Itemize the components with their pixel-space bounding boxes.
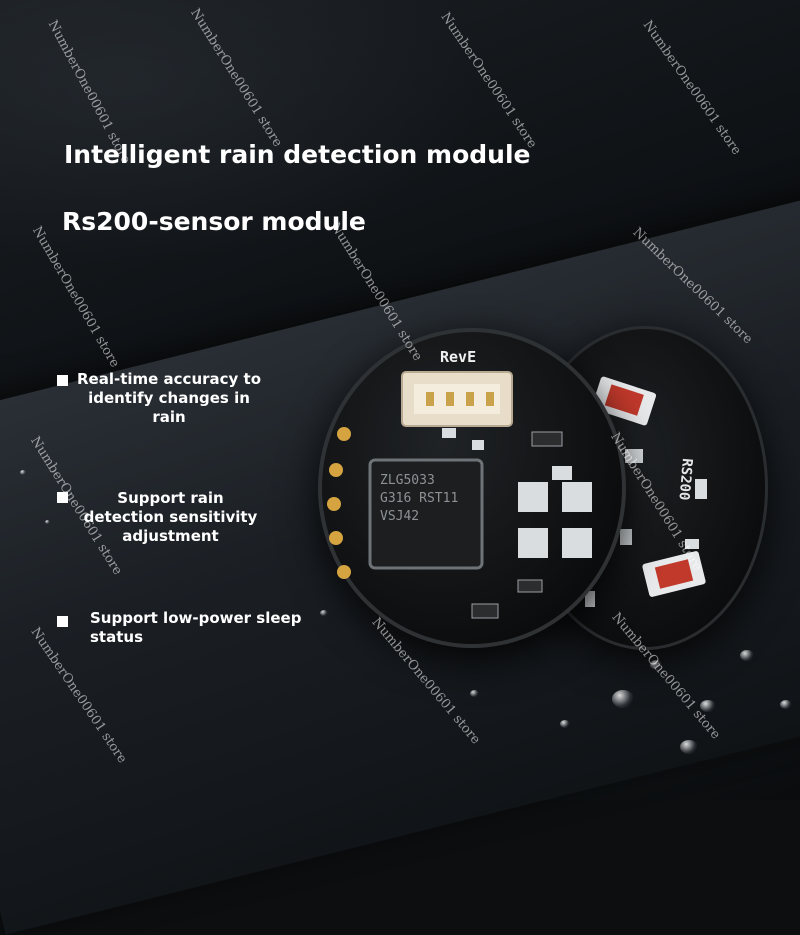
- board-front-artwork: [327, 371, 592, 619]
- feature-bullet: [57, 375, 68, 386]
- headline-title: Intelligent rain detection module: [64, 140, 531, 169]
- feature-item: Support rain detection sensitivity adjus…: [83, 489, 258, 545]
- water-drop: [20, 470, 26, 475]
- water-drop: [680, 740, 698, 754]
- water-drop: [740, 650, 754, 661]
- water-drop: [320, 610, 328, 616]
- water-drop: [612, 690, 634, 708]
- feature-item: Support low-power sleep status: [90, 609, 302, 646]
- water-drop: [470, 690, 479, 697]
- front-silkscreen: RevE: [440, 348, 477, 366]
- water-drop: [650, 660, 662, 670]
- feature-bullet: [57, 492, 68, 503]
- chip-marking: ZLG5033 G316 RST11 VSJ42: [380, 473, 459, 524]
- feature-item: Real-time accuracy to identify changes i…: [76, 370, 262, 426]
- water-drop: [780, 700, 792, 709]
- water-drop: [45, 520, 50, 524]
- feature-bullet: [57, 616, 68, 627]
- sensor-board-front: RevE ZLG5033 G316 RST11 VSJ42: [318, 328, 626, 648]
- headline-subtitle: Rs200-sensor module: [62, 207, 366, 236]
- water-drop: [700, 700, 716, 712]
- water-drop: [560, 720, 570, 728]
